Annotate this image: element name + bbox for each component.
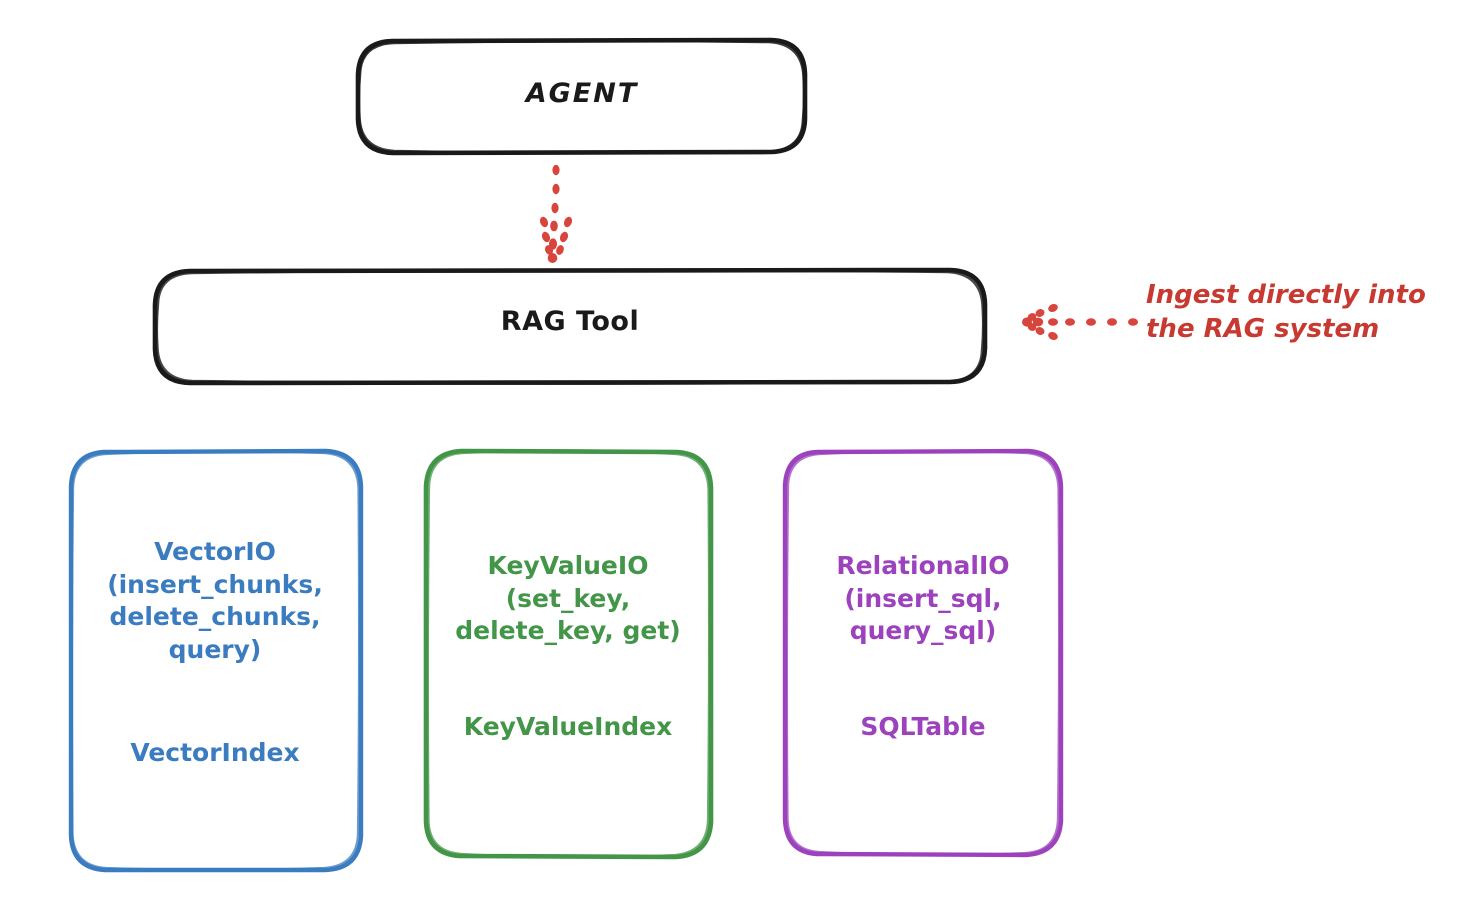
rag-tool-node[interactable] <box>155 270 985 383</box>
agent-node[interactable] <box>358 40 805 153</box>
vector-io-node-label: VectorIO (insert_chunks, delete_chunks, … <box>107 537 323 664</box>
relational-io-node-label: RelationalIO (insert_sql, query_sql) <box>836 551 1010 645</box>
relational-io-sub-label: SQLTable <box>860 712 986 741</box>
key-value-io-sub-label: KeyValueIndex <box>463 712 673 741</box>
vector-io-sub-label: VectorIndex <box>130 738 300 767</box>
vector-io-node[interactable] <box>71 451 361 870</box>
ingest-annotation-label: Ingest directly into the RAG system <box>1146 280 1426 345</box>
key-value-io-node-label: KeyValueIO (set_key, delete_key, get) <box>455 551 681 645</box>
agent-to-rag-arrow-icon <box>539 164 573 263</box>
ingest-arrow-icon <box>1022 303 1138 341</box>
rag-tool-node-label: RAG Tool <box>500 306 640 337</box>
relational-io-node[interactable] <box>785 451 1061 855</box>
key-value-io-node[interactable] <box>426 451 711 857</box>
agent-node-label: AGENT <box>525 78 639 109</box>
